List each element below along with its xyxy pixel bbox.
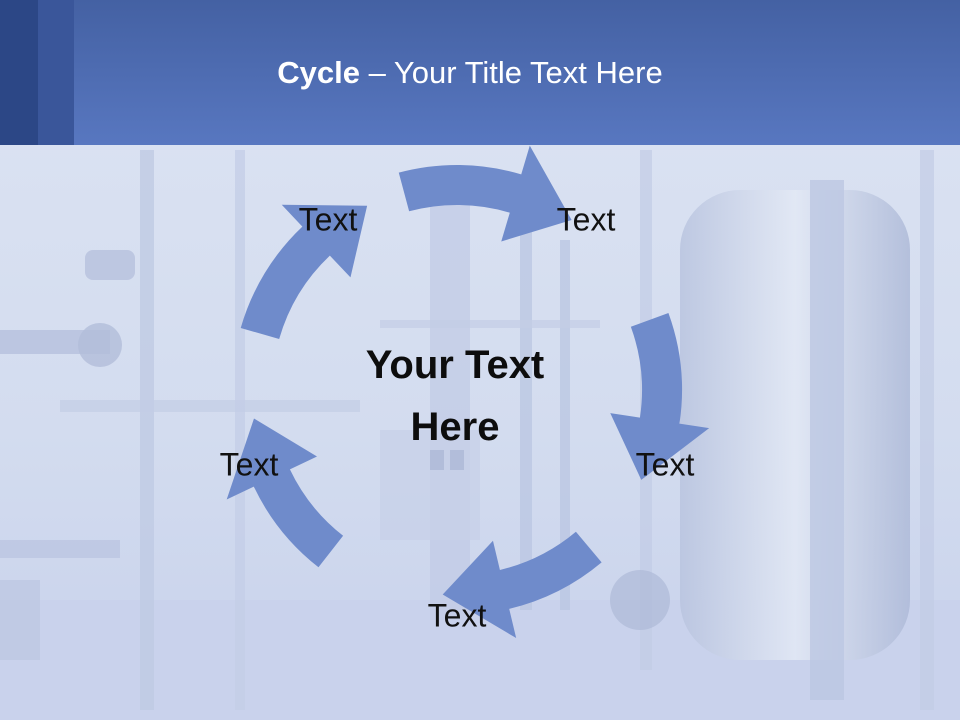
node-label-top-left: Text — [298, 201, 358, 238]
node-label-right: Text — [635, 446, 695, 483]
arrow-bottom-left — [226, 418, 344, 568]
center-text: Your Text Here — [365, 343, 545, 449]
slide-title: Cycle – Your Title Text Here — [0, 55, 940, 91]
title-bold: Cycle — [277, 55, 360, 90]
node-label-top-right: Text — [556, 201, 616, 238]
arrow-left — [240, 204, 368, 340]
arrow-top — [398, 145, 572, 242]
header-band — [0, 0, 960, 145]
title-rest: – Your Title Text Here — [360, 55, 663, 90]
node-label-left: Text — [219, 446, 279, 483]
header-accent-stripe-light — [38, 0, 74, 145]
arrow-right — [610, 313, 710, 480]
header-accent-stripe — [0, 0, 38, 145]
arrow-bottom-right — [442, 531, 602, 639]
node-label-bottom: Text — [427, 597, 487, 634]
